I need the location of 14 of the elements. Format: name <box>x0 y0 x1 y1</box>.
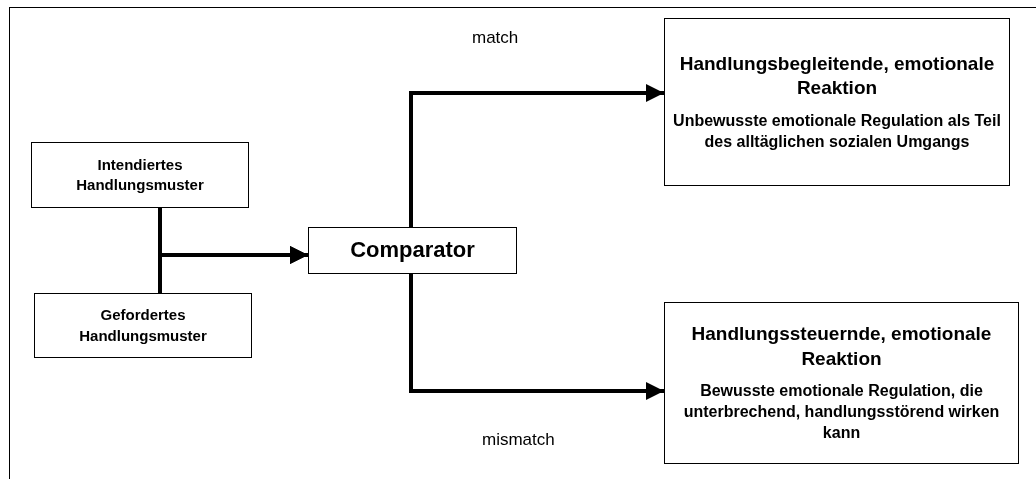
box-title: Comparator <box>350 237 475 264</box>
box-title: Handlungssteuernde, emotionale Reaktion <box>690 322 993 371</box>
process-box <box>31 142 249 208</box>
process-box <box>664 302 1019 464</box>
process-box <box>308 227 517 274</box>
box-title: Handlungsbegleitende, emotionale Reaktion <box>678 51 996 101</box>
box-description: Bewusste emotionale Regulation, die unterbrechend, handlungsstörend wirken kann <box>682 381 1001 444</box>
box-title: Gefordertes Handlungsmuster <box>78 305 208 346</box>
process-box <box>664 18 1010 186</box>
process-box <box>34 293 252 358</box>
box-title: Intendiertes Handlungsmuster <box>75 154 205 195</box>
arrow <box>409 84 664 227</box>
box-description: Unbewusste emotionale Regulation als Teil des alltäglichen sozialen Umgangs <box>672 110 1002 152</box>
arrow <box>409 274 664 400</box>
